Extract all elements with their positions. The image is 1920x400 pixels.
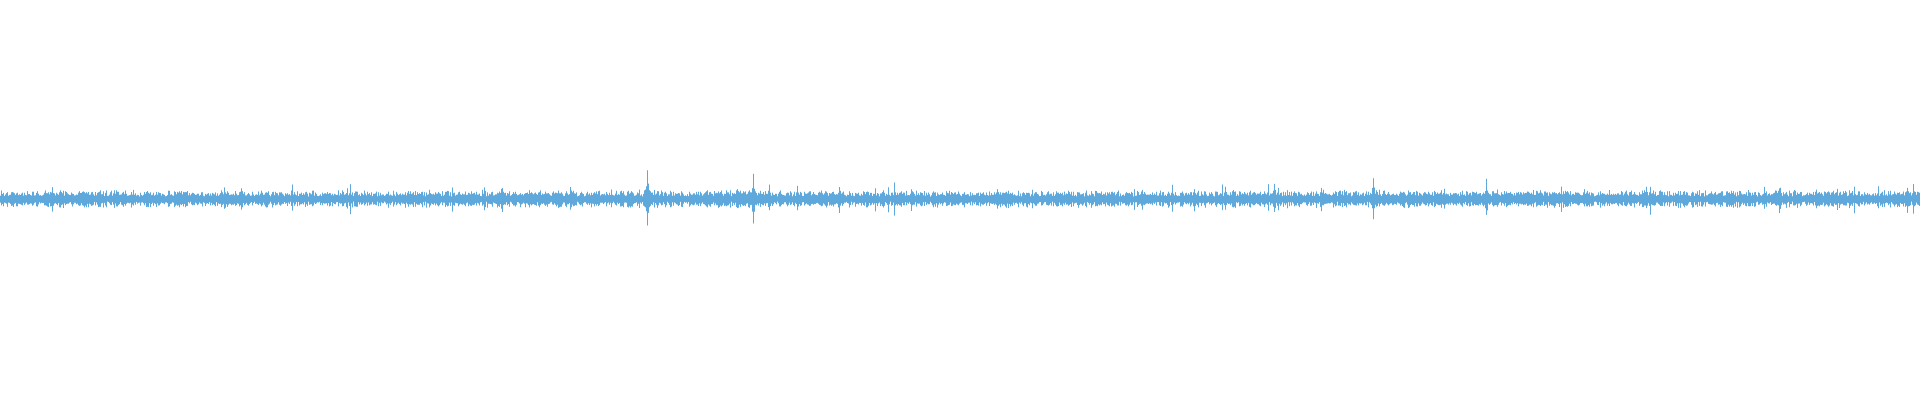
waveform-amplitude-trace	[0, 170, 1920, 226]
